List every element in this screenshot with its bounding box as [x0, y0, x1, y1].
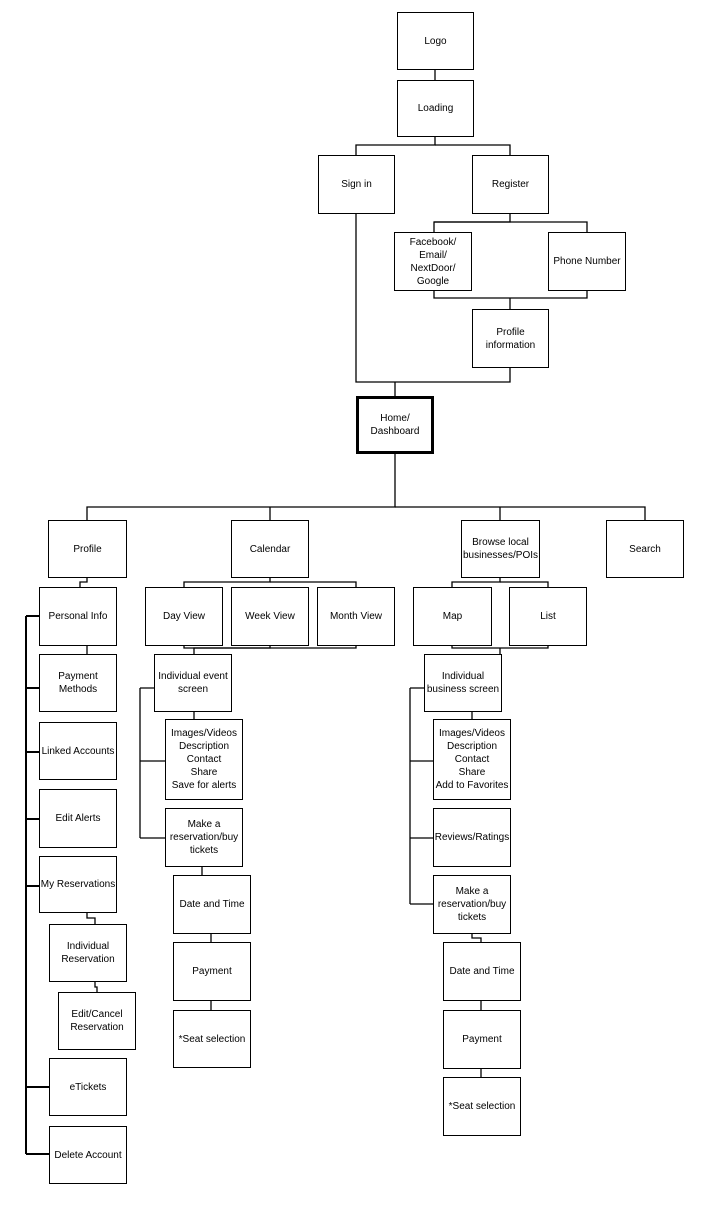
node-loading: Loading	[397, 80, 474, 137]
node-event-date-time: Date and Time	[173, 875, 251, 934]
connector	[434, 221, 588, 232]
node-business-date-time: Date and Time	[443, 942, 521, 1001]
node-business-payment: Payment	[443, 1010, 521, 1069]
connector-thick	[25, 615, 49, 1155]
connector	[433, 214, 511, 232]
node-map: Map	[413, 587, 492, 646]
connector	[451, 578, 501, 587]
node-browse-businesses: Browse local businesses/POIs	[461, 520, 540, 578]
node-personal-info: Personal Info	[39, 587, 117, 646]
node-register: Register	[472, 155, 549, 214]
node-month-view: Month View	[317, 587, 395, 646]
node-search: Search	[606, 520, 684, 578]
node-home-dashboard: Home/ Dashboard	[356, 396, 434, 454]
node-payment-methods: Payment Methods	[39, 654, 117, 712]
connector	[355, 214, 511, 383]
node-business-reservation: Make a reservation/buy tickets	[433, 875, 511, 934]
node-profile-information: Profile information	[472, 309, 549, 368]
node-my-reservations: My Reservations	[39, 856, 117, 913]
connector	[183, 578, 271, 587]
node-individual-event-screen: Individual event screen	[154, 654, 232, 712]
node-linked-accounts: Linked Accounts	[39, 722, 117, 780]
node-edit-cancel-reservation: Edit/Cancel Reservation	[58, 992, 136, 1050]
connector	[193, 646, 271, 654]
node-business-details: Images/Videos Description Contact Share …	[433, 719, 511, 800]
node-calendar: Calendar	[231, 520, 309, 578]
node-logo: Logo	[397, 12, 474, 70]
connector	[86, 913, 96, 924]
node-individual-reservation: Individual Reservation	[49, 924, 127, 982]
node-event-reservation: Make a reservation/buy tickets	[165, 808, 243, 867]
node-day-view: Day View	[145, 587, 223, 646]
connector	[355, 137, 436, 155]
connector	[471, 934, 482, 942]
node-profile: Profile	[48, 520, 127, 578]
node-business-seat-selection: *Seat selection	[443, 1077, 521, 1136]
connector	[500, 581, 549, 587]
connector	[451, 646, 549, 649]
node-individual-business-screen: Individual business screen	[424, 654, 502, 712]
node-event-details: Images/Videos Description Contact Share …	[165, 719, 243, 800]
node-list: List	[509, 587, 587, 646]
connector	[94, 982, 98, 992]
node-event-payment: Payment	[173, 942, 251, 1001]
connector	[433, 291, 588, 299]
node-etickets: eTickets	[49, 1058, 127, 1116]
node-week-view: Week View	[231, 587, 309, 646]
node-delete-account: Delete Account	[49, 1126, 127, 1184]
node-edit-alerts: Edit Alerts	[39, 789, 117, 848]
node-phone-number: Phone Number	[548, 232, 626, 291]
connector	[139, 687, 165, 839]
node-event-seat-selection: *Seat selection	[173, 1010, 251, 1068]
node-reviews-ratings: Reviews/Ratings	[433, 808, 511, 867]
connector	[409, 687, 433, 905]
connector	[395, 506, 646, 520]
node-sign-in: Sign in	[318, 155, 395, 214]
connector	[86, 454, 396, 520]
connector	[79, 578, 88, 587]
connector	[270, 581, 357, 587]
node-social-login: Facebook/ Email/ NextDoor/ Google	[394, 232, 472, 291]
connector	[435, 144, 511, 155]
